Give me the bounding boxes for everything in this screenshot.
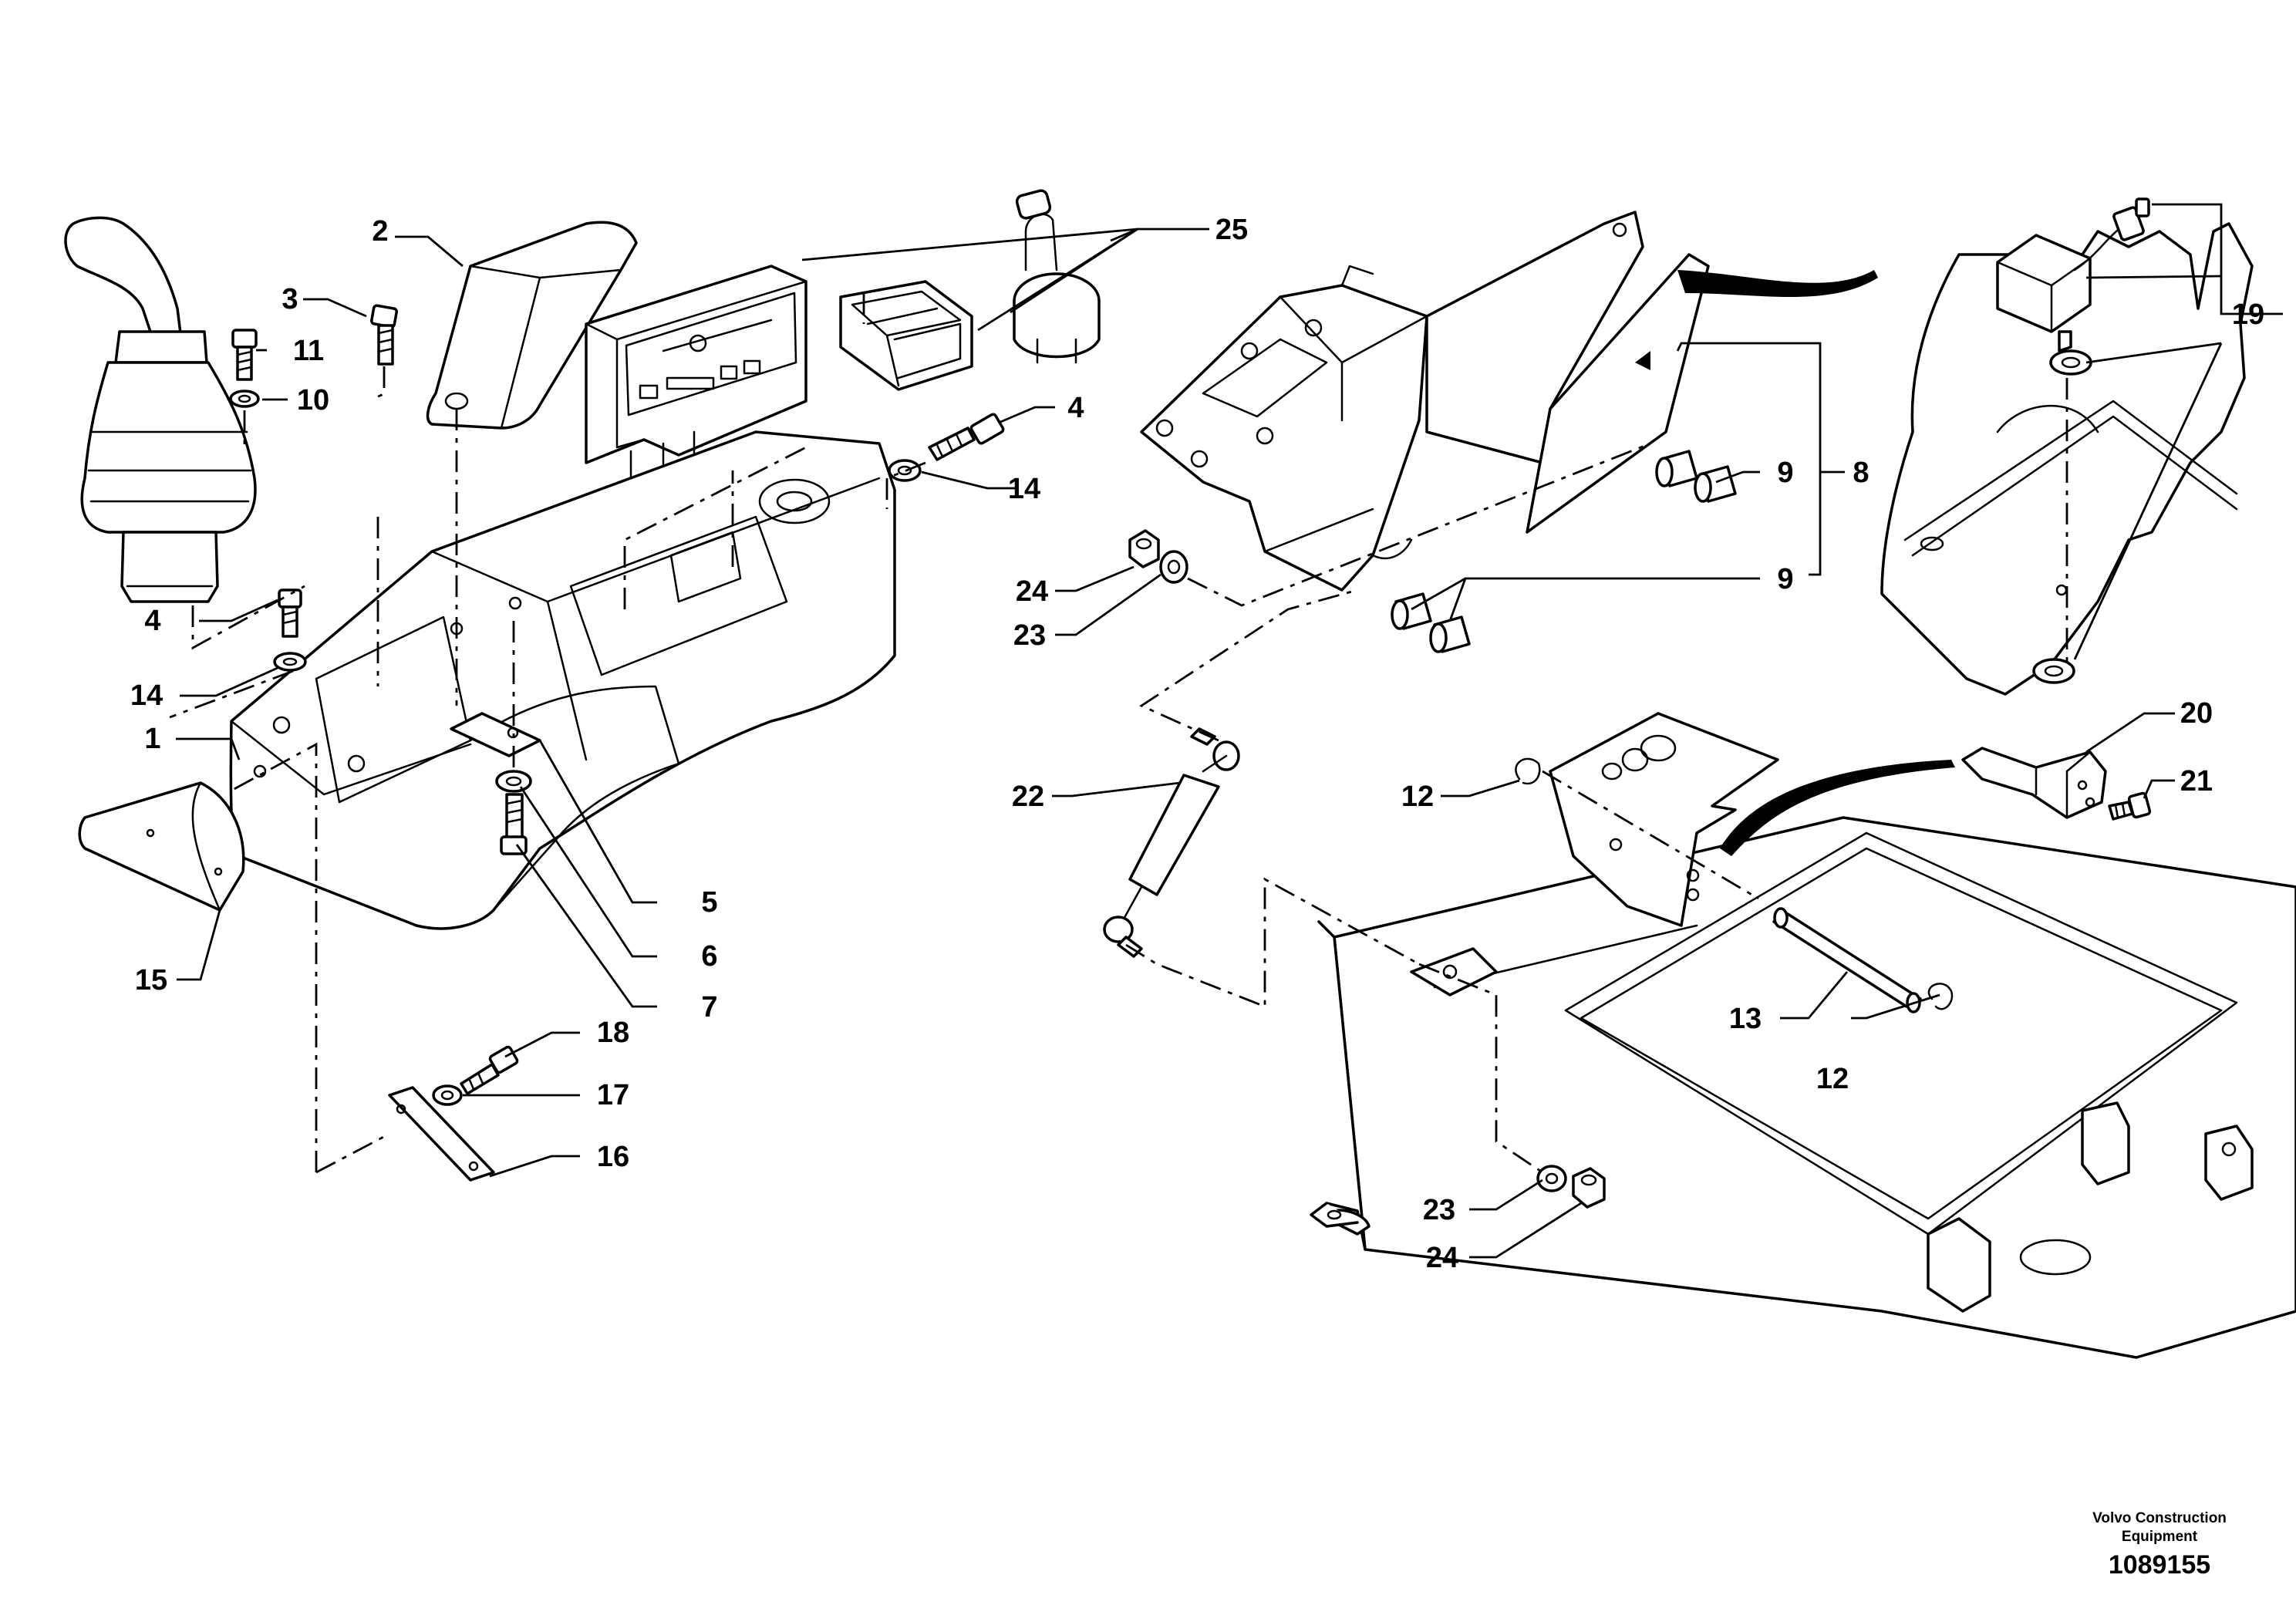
callout-24-lower: 24 [1426,1242,1458,1274]
company-name-line2: Equipment [2122,1529,2198,1545]
callout-labels: 1 2 3 4 4 5 6 7 8 9 9 10 11 12 12 13 14 … [130,214,2264,1274]
callout-11: 11 [293,335,324,367]
washer-10 [229,389,260,408]
callout-23-lower: 23 [1423,1194,1455,1226]
callout-20: 20 [2180,697,2213,730]
washer-14-upper [888,459,922,482]
pin-13 [1772,907,1922,1013]
bushing-9-upper [1655,450,1737,503]
leader-lines [176,203,2283,1259]
bolt-4-lower [278,588,302,638]
switch-block [839,280,973,391]
sensor-detail-view [1880,222,2254,696]
bolt-7 [500,793,528,855]
callout-14-upper: 14 [1008,473,1040,505]
washer-23-upper [1159,550,1188,584]
callout-12-upper: 12 [1401,781,1434,813]
nut-19-lower [2032,658,2075,684]
callout-7: 7 [701,991,717,1023]
bolt-11 [231,329,258,381]
floor-frame [1310,816,2296,1359]
callout-24-upper: 24 [1016,575,1048,608]
washer-14-lower [273,652,307,672]
callout-10: 10 [297,384,329,416]
washer-6 [495,770,532,793]
callout-4-lower: 4 [144,605,160,637]
callout-13: 13 [1729,1003,1762,1035]
company-name-line1: Volvo Construction [2092,1510,2227,1526]
arrow-indicator-lower [1720,760,1955,856]
callout-8: 8 [1853,457,1869,489]
callout-1: 1 [144,723,160,755]
washer-23-lower [1536,1165,1567,1192]
joystick-assembly [64,216,257,603]
callout-5: 5 [701,886,717,919]
bolt-4-upper [928,413,1005,461]
callout-19: 19 [2232,298,2264,331]
callout-9-upper: 9 [1777,457,1793,489]
bracket-20 [1961,747,2107,819]
callout-15: 15 [135,964,167,996]
callout-23-upper: 23 [1013,619,1046,652]
bolt-3 [370,304,398,366]
drawing-reference-number: 1089155 [2109,1550,2210,1580]
screw-21 [2108,791,2152,821]
nut-24-lower [1572,1167,1606,1209]
footer: Volvo Construction Equipment 1089155 [2092,1510,2227,1580]
gas-strut-22 [1103,727,1240,958]
callout-2: 2 [372,215,388,248]
callout-14-lower: 14 [130,679,163,712]
clip-12-lower [1927,983,1954,1010]
callout-22: 22 [1012,781,1044,813]
instrument-panel [585,265,807,480]
callout-3: 3 [282,283,298,315]
nut-19-upper [2049,349,2092,376]
callout-16: 16 [597,1141,629,1173]
callout-6: 6 [701,940,717,973]
bracket-8 [1140,211,1710,592]
console-box-1 [229,430,896,930]
sensor-switch-19 [1996,197,2150,352]
callout-12-lower: 12 [1816,1063,1849,1095]
callout-18: 18 [597,1017,629,1049]
nut-24-upper [1128,529,1160,568]
assembly-lines [169,293,2068,1174]
clip-12-upper [1515,757,1541,785]
ignition-switch [1013,189,1101,364]
callout-17: 17 [597,1079,629,1111]
hinge-bracket [1549,712,1779,927]
callout-25: 25 [1215,214,1248,246]
armrest-pad-15 [78,781,245,912]
callout-9-lower: 9 [1777,563,1793,595]
plate-16 [388,1086,495,1182]
callout-21: 21 [2180,765,2213,798]
callout-4-upper: 4 [1067,392,1084,424]
arrow-indicator-upper [1635,270,1878,370]
cover-2 [426,221,638,430]
washer-17 [432,1084,463,1106]
